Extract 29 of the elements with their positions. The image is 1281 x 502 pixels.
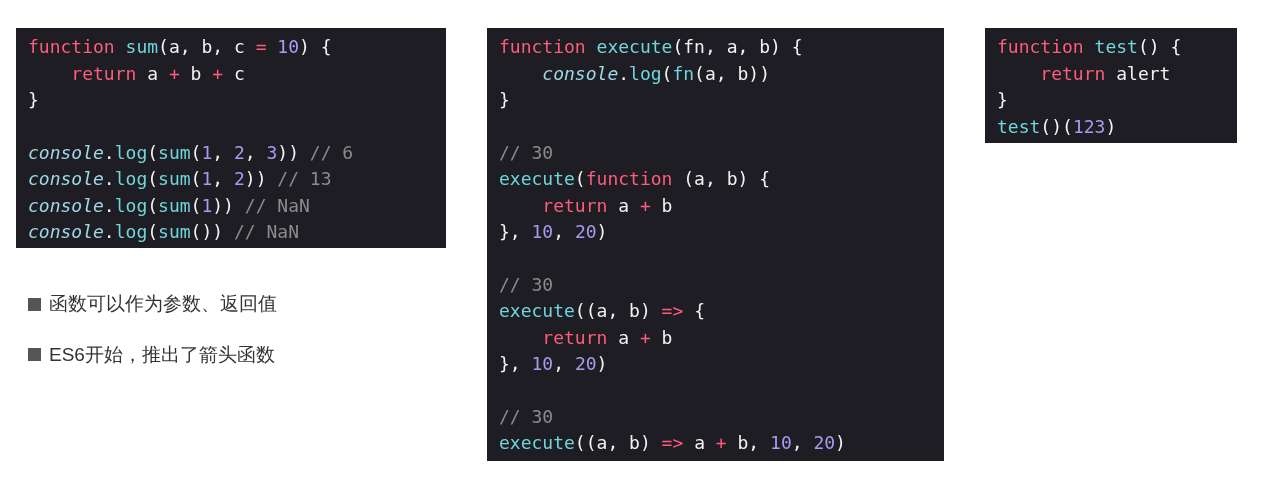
code-line: console.log(sum(1, 2, 3)) // 6	[28, 140, 355, 165]
code-line: console.log(sum()) // NaN	[28, 220, 300, 244]
code-line: execute((a, b) => {	[499, 299, 706, 323]
bullet-text: ES6开始，推出了箭头函数	[49, 342, 275, 367]
code-line: }, 10, 20)	[499, 352, 609, 376]
code-line: }	[28, 88, 40, 112]
code-line: // 30	[499, 404, 555, 429]
code-panel	[16, 28, 446, 248]
code-line: function test() {	[997, 35, 1183, 59]
code-line: function sum(a, b, c = 10) {	[28, 35, 333, 59]
code-line: return a + b	[541, 193, 674, 218]
code-line: execute(function (a, b) {	[499, 167, 771, 191]
code-line: console.log(fn(a, b))	[541, 61, 771, 86]
code-line: return a + b + c	[70, 61, 246, 86]
code-line: return alert	[1039, 61, 1172, 86]
code-line: // 30	[499, 140, 555, 165]
code-line: function execute(fn, a, b) {	[499, 35, 804, 59]
code-line: // 30	[499, 272, 555, 297]
code-line: execute((a, b) => a + b, 10, 20)	[499, 431, 847, 455]
code-line: return a + b	[541, 325, 674, 350]
code-line: }	[499, 88, 511, 112]
code-line: }, 10, 20)	[499, 220, 609, 244]
bullet-text: 函数可以作为参数、返回值	[49, 292, 277, 316]
code-panel	[487, 28, 944, 461]
code-panel	[985, 28, 1237, 143]
code-line: test()(123)	[997, 114, 1118, 139]
code-line: console.log(sum(1, 2)) // 13	[28, 167, 333, 191]
code-line: }	[997, 88, 1009, 112]
code-line: console.log(sum(1)) // NaN	[28, 193, 311, 218]
